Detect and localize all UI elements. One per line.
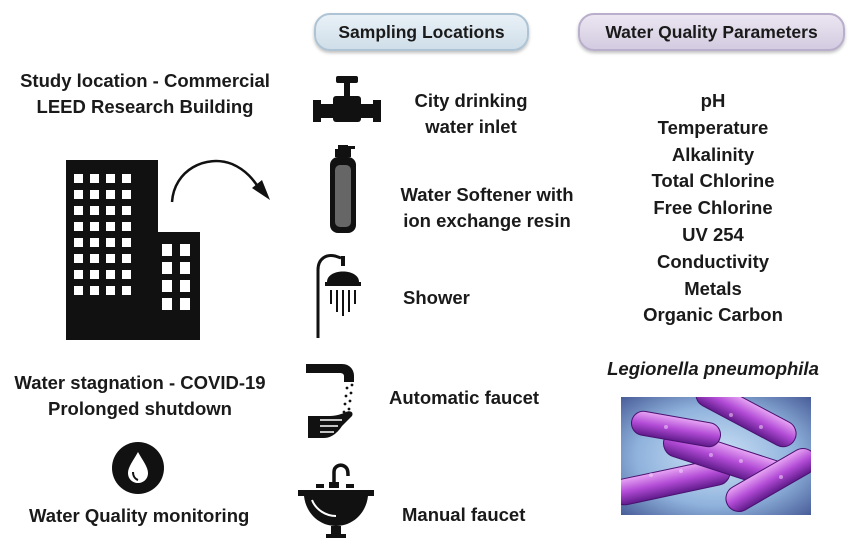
- study-location-line1: Study location - Commercial: [20, 70, 270, 91]
- parameter-metals: Metals: [684, 277, 742, 299]
- water-quality-parameters-header: Water Quality Parameters: [578, 13, 845, 51]
- bacteria-image: [621, 397, 811, 515]
- pipe-valve-icon: [313, 76, 381, 122]
- stagnation-line2: Prolonged shutdown: [48, 398, 232, 419]
- study-location-line2: LEED Research Building: [36, 96, 254, 117]
- parameters-list: pH Temperature Alkalinity Total Chlorine…: [600, 88, 826, 329]
- sampling-label-softener: Water Softener with ion exchange resin: [382, 182, 592, 234]
- sampling-label-softener-line2: ion exchange resin: [403, 210, 571, 231]
- shower-icon: [316, 254, 361, 338]
- sampling-locations-header: Sampling Locations: [314, 13, 529, 51]
- parameter-free-chlorine: Free Chlorine: [653, 197, 773, 219]
- building-icon: [66, 160, 200, 340]
- sampling-label-city-inlet: City drinking water inlet: [396, 88, 546, 140]
- parameter-temperature: Temperature: [657, 116, 769, 138]
- sampling-label-softener-line1: Water Softener with: [400, 184, 574, 205]
- parameter-conductivity: Conductivity: [656, 250, 770, 272]
- curved-arrow-icon: [170, 159, 270, 203]
- organism-label: Legionella pneumophila: [607, 358, 819, 379]
- sink-faucet-icon: [298, 463, 374, 538]
- parameter-alkalinity: Alkalinity: [671, 143, 755, 165]
- stagnation-text: Water stagnation - COVID-19 Prolonged sh…: [0, 370, 280, 422]
- sampling-label-city-inlet-line1: City drinking: [414, 90, 528, 111]
- sampling-label-shower: Shower: [403, 287, 470, 308]
- softener-tank-icon: [330, 145, 356, 233]
- study-location-text: Study location - Commercial LEED Researc…: [0, 68, 290, 120]
- parameter-organic-carbon: Organic Carbon: [643, 304, 783, 326]
- parameter-ph: pH: [700, 90, 726, 111]
- water-quality-parameters-header-label: Water Quality Parameters: [605, 21, 818, 42]
- sampling-locations-header-label: Sampling Locations: [338, 21, 505, 42]
- stagnation-line1: Water stagnation - COVID-19: [14, 372, 266, 393]
- parameter-total-chlorine: Total Chlorine: [651, 170, 775, 192]
- sampling-label-manual-faucet: Manual faucet: [402, 504, 526, 525]
- sampling-label-automatic-faucet: Automatic faucet: [389, 387, 540, 408]
- automatic-faucet-icon: [306, 364, 354, 438]
- sampling-label-city-inlet-line2: water inlet: [425, 116, 517, 137]
- water-drop-icon: [112, 442, 164, 494]
- monitoring-text: Water Quality monitoring: [29, 505, 250, 526]
- parameter-uv254: UV 254: [682, 223, 744, 245]
